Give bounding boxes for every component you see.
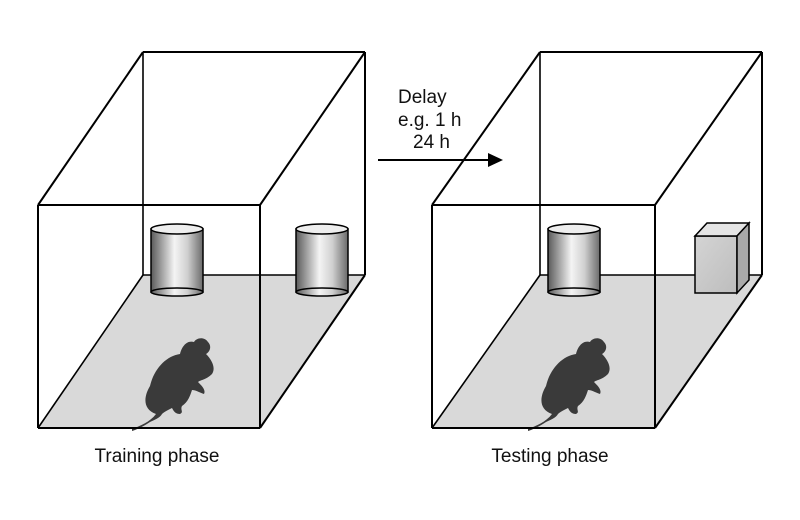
cylinder-object [547, 223, 601, 297]
arrow-head-icon [488, 153, 503, 167]
delay-example-24h: 24 h [413, 132, 450, 153]
training-panel: Training phase [37, 51, 366, 467]
cylinder-object [150, 223, 204, 297]
cylinder-object [295, 223, 349, 297]
delay-label: Delay [398, 87, 447, 108]
cube-object [693, 221, 751, 295]
testing-panel: Testing phase [431, 51, 763, 467]
testing-phase-caption: Testing phase [491, 446, 608, 467]
training-phase-caption: Training phase [95, 446, 220, 467]
delay-annotation: Delay e.g. 1 h 24 h [378, 87, 503, 167]
delay-example-1h: e.g. 1 h [398, 110, 461, 131]
